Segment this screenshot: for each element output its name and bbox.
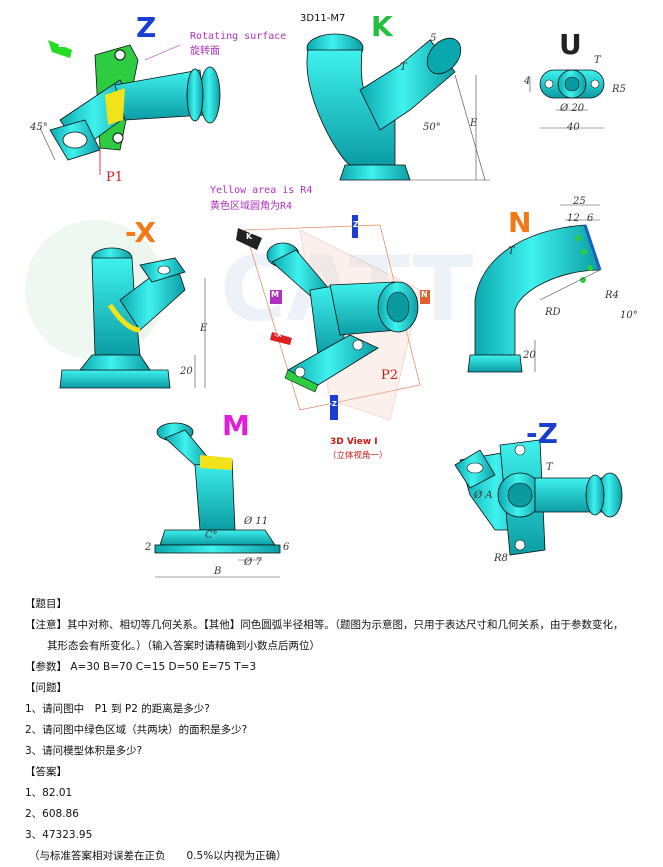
view-3d-part [236, 215, 430, 421]
yellow-area-en: Yellow area is R4 [210, 185, 313, 196]
dim-45: 45° [30, 122, 48, 133]
dim-k-e: E [470, 118, 478, 129]
view-label-m: M [222, 409, 250, 442]
dim-n-r4: R4 [605, 290, 619, 301]
dim-nz-r8: R8 [494, 553, 508, 564]
dim-m-2: 2 [145, 542, 152, 553]
dim-k-50: 50° [423, 122, 441, 133]
point-p2: P2 [381, 368, 399, 383]
view-n-part [467, 204, 602, 373]
view-label-neg-z: -Z [526, 417, 558, 450]
params-values: A=30 B=70 C=15 D=50 E=75 T=3 [70, 661, 257, 673]
view-3d-title: 3D View I [330, 437, 378, 447]
problem-title: 【题目】 [25, 598, 67, 610]
question-3: 3、请问模型体积是多少? [25, 745, 143, 757]
dim-n-25: 25 [573, 196, 586, 207]
rotating-surface-cn: 旋转面 [190, 46, 220, 57]
view-z-part [39, 40, 221, 175]
dim-m-b: B [214, 566, 222, 577]
point-p1: P1 [106, 170, 124, 185]
problem-text: 【题目】 【注意】其中对称、相切等几何关系。【其他】同色圆弧半径相等。（题图为示… [25, 594, 645, 867]
drawing-code: 3D11-M7 [300, 13, 346, 24]
view-3d-subtitle: （立体视角一） [328, 451, 388, 461]
dim-x-e: E [200, 323, 208, 334]
dim-u-20: Ø 20 [560, 103, 585, 114]
dim-m-6: 6 [283, 542, 290, 553]
dim-m-7: Ø 7 [244, 557, 262, 568]
questions-label: 【问题】 [25, 682, 67, 694]
problem-note-1: 【注意】其中对称、相切等几何关系。【其他】同色圆弧半径相等。（题图为示意图，只用… [25, 619, 624, 631]
dim-nz-t: T [546, 462, 553, 473]
yellow-area-cn: 黄色区域圆角为R4 [210, 201, 293, 212]
dim-n-12: 12 [567, 213, 580, 224]
tolerance-note: （与标准答案相对误差在正负 0.5%以内视为正确） [29, 850, 287, 862]
views-svg: CATT [25, 33, 623, 578]
view-m-part [154, 422, 281, 578]
view-negx-part [59, 247, 206, 389]
dim-u-40: 40 [567, 122, 580, 133]
answers-label: 【答案】 [25, 766, 67, 778]
arrow-letter-m: M [271, 290, 279, 299]
view-label-k: K [371, 10, 393, 43]
view-label-n: N [508, 206, 532, 239]
dim-m-11: Ø 11 [244, 516, 269, 527]
view-label-u: U [559, 28, 582, 61]
arrow-letter-neg-z: -Z [329, 400, 337, 408]
view-label-neg-x: -X [125, 216, 156, 249]
arrow-letter-z: Z [58, 40, 65, 50]
dim-n-20: 20 [523, 350, 536, 361]
arrow-letter-k: K [246, 232, 253, 241]
dim-n-rd: RD [545, 307, 561, 318]
view-negz-part [454, 439, 623, 556]
dim-u-4: 4 [524, 76, 531, 87]
arrow-letter-neg-x: -X [274, 331, 282, 339]
drawing-area: CATT [25, 10, 638, 578]
dim-nz-a: Ø A [474, 490, 493, 501]
params-label: 【参数】 [25, 661, 67, 673]
problem-note-2: 其形态会有所变化。）（输入答案时请精确到小数点后两位） [47, 640, 320, 652]
dim-u-t: T [594, 55, 601, 66]
dim-k-5: 5 [430, 33, 437, 44]
answer-1: 1、82.01 [25, 787, 73, 799]
dim-n-t: T [508, 246, 515, 257]
question-1: 1、请问图中 P1 到 P2 的距离是多少? [25, 703, 210, 715]
question-2: 2、请问图中绿色区域（共两块）的面积是多少? [25, 724, 248, 736]
view-u-part [529, 69, 605, 129]
dim-m-c: C° [205, 530, 218, 541]
arrow-letter-neg-z-top: Z [353, 220, 359, 229]
view-k-part [306, 33, 490, 181]
view-label-z: Z [136, 11, 157, 44]
rotating-surface-en: Rotating surface [190, 31, 287, 42]
answer-2: 2、608.86 [25, 808, 79, 820]
answer-3: 3、47323.95 [25, 829, 93, 841]
problem-params: 【参数】 A=30 B=70 C=15 D=50 E=75 T=3 [25, 657, 645, 678]
arrow-letter-n: N [421, 290, 428, 299]
dim-x-20: 20 [180, 366, 193, 377]
dim-n-6: 6 [587, 213, 594, 224]
dim-k-t: T [400, 62, 407, 73]
dim-n-10: 10° [620, 310, 638, 321]
dim-u-r5: R5 [612, 84, 626, 95]
